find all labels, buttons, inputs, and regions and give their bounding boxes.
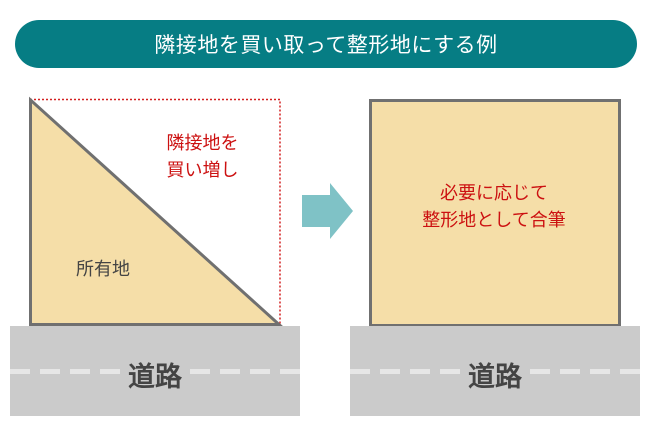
purchase-label: 隣接地を 買い増し	[160, 130, 245, 184]
before-land-diagram	[29, 96, 283, 327]
road-before: 道路	[10, 326, 300, 416]
merged-land-square	[369, 99, 621, 327]
merge-label-line1: 必要に応じて	[440, 183, 548, 204]
right-arrow-icon	[302, 183, 353, 239]
road-label: 道路	[124, 362, 186, 393]
purchase-label-line1: 隣接地を	[166, 133, 239, 154]
title-banner: 隣接地を買い取って整形地にする例	[15, 20, 637, 68]
title-text: 隣接地を買い取って整形地にする例	[154, 33, 498, 57]
purchase-label-line2: 買い増し	[166, 160, 239, 181]
road-label: 道路	[464, 362, 526, 393]
merge-label: 必要に応じて 整形地として合筆	[390, 180, 598, 234]
owned-land-triangle	[29, 96, 283, 326]
road-after: 道路	[350, 326, 640, 416]
merge-label-line2: 整形地として合筆	[422, 210, 566, 231]
owned-land-label: 所有地	[76, 259, 130, 280]
